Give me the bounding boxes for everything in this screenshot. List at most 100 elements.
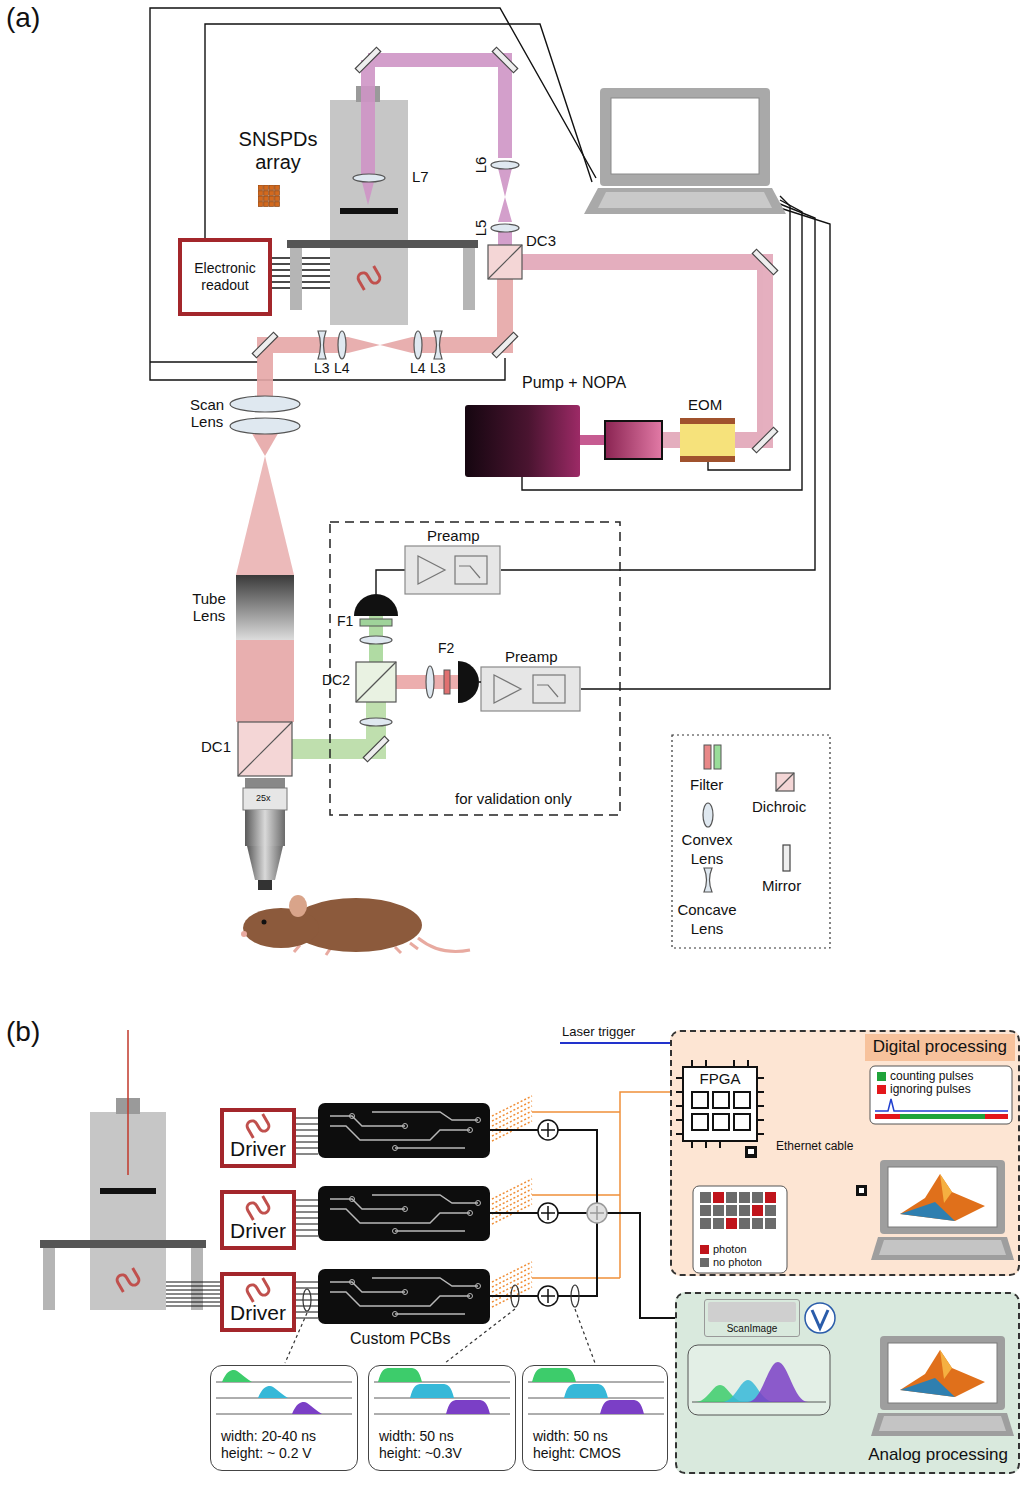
- preamp-symbol: [459, 566, 480, 578]
- microscope-body: [191, 1248, 203, 1310]
- signal-name: Ethernet cable: [776, 1140, 853, 1154]
- signal-wire: [296, 1200, 318, 1236]
- pulse-info-box: width: 50 nsheight: ~0.3V: [368, 1365, 516, 1471]
- fpga-chip: [692, 1092, 708, 1108]
- mirror: [363, 736, 388, 761]
- pulse-gating-box: [870, 1066, 1012, 1124]
- computer: [871, 1237, 1014, 1260]
- legend-item: ignoring pulses: [877, 1083, 971, 1097]
- legend-text: counting pulses: [890, 1069, 973, 1083]
- eom-modulator: [680, 418, 735, 424]
- software-icon: [708, 1302, 796, 1322]
- photon-grid: [726, 1218, 737, 1229]
- optical-filter: [360, 619, 392, 626]
- legend-swatch: [877, 1072, 886, 1081]
- logo: [245, 1196, 270, 1220]
- circuit-board: [468, 1128, 473, 1133]
- convex-lens: [338, 331, 346, 359]
- pulse-waveform: [222, 1370, 252, 1382]
- pulse-gating-box: [900, 1114, 985, 1119]
- mirror: [355, 47, 380, 72]
- detector-array: [258, 185, 280, 207]
- ethernet-port: [859, 1188, 864, 1193]
- dichroic-cube: [488, 245, 522, 279]
- photodetector: [479, 681, 481, 682]
- computer: [880, 1160, 1005, 1234]
- mirror: [492, 332, 517, 357]
- legend-text: Filter: [690, 776, 723, 793]
- pulse-waveform: [528, 1368, 664, 1414]
- preamp-symbol: [405, 546, 500, 594]
- mouse: [418, 938, 470, 952]
- part-label: L4: [410, 360, 426, 376]
- circuit-board: [318, 1186, 490, 1241]
- pulse-spec: width: 50 ns: [533, 1428, 661, 1445]
- laser-beam: [368, 60, 505, 158]
- logo: [245, 1114, 270, 1138]
- part-label: Preamp: [505, 648, 558, 665]
- box-label: FPGA: [684, 1070, 756, 1088]
- driver-box: Driver: [220, 1108, 296, 1168]
- eom-modulator: [680, 418, 735, 462]
- digital-line: [492, 1096, 532, 1141]
- probe-marker: [571, 1285, 579, 1307]
- part-label: Custom PCBs: [350, 1330, 450, 1348]
- probe-marker: [303, 1289, 311, 1311]
- legend-text: ignoring pulses: [890, 1082, 971, 1096]
- validation-frame: [330, 522, 620, 815]
- software-icon: [812, 1310, 828, 1328]
- part-label: L5: [472, 220, 489, 237]
- fpga-chip: [734, 1092, 750, 1108]
- microscope-body: [287, 86, 478, 325]
- laser-beam: [292, 702, 376, 749]
- scope-stop: [340, 208, 398, 214]
- part-label: L3: [430, 360, 446, 376]
- dichroic-cube: [238, 245, 794, 791]
- microscope-body: [287, 240, 478, 248]
- magnification-label: 25x: [256, 793, 271, 803]
- laser-beam: [498, 168, 512, 222]
- box-label: Driver: [226, 1300, 290, 1326]
- part-label: Scan Lens: [185, 396, 229, 431]
- digital-line: [492, 1179, 532, 1224]
- software-icon: [805, 1303, 835, 1333]
- computer: [888, 1167, 997, 1227]
- pulse-waveform: [258, 1386, 288, 1398]
- laser-beam: [498, 232, 512, 246]
- summing-symbol: [538, 1120, 607, 1306]
- legend-frame: [672, 735, 830, 948]
- mirror: [252, 332, 277, 357]
- pulse-waveform: [216, 1370, 352, 1414]
- panel-ground: [670, 1030, 1020, 1276]
- part-label: EOM: [688, 396, 722, 413]
- signal-wire: [296, 1118, 318, 1154]
- pulse-info-box: width: 50 nsheight: CMOS: [522, 1365, 668, 1471]
- part-label: Pump + NOPA: [522, 374, 626, 392]
- legend-item: Convex Lens: [674, 830, 740, 867]
- tube-lens: [236, 575, 294, 640]
- pulse-spec: height: ~ 0.2 V: [221, 1445, 351, 1462]
- concave-lens: [318, 331, 712, 892]
- objective-lens: [245, 810, 285, 846]
- analog-waveform: [688, 1345, 830, 1415]
- scope-stop: [340, 208, 398, 214]
- pulse-waveform: [374, 1368, 510, 1414]
- dichroic-cube: [356, 662, 396, 702]
- convex-lens: [360, 718, 392, 726]
- pulse-gating-box: [985, 1114, 1008, 1119]
- mirror: [492, 47, 517, 72]
- dichroic-cube: [488, 245, 522, 279]
- optical-filter: [714, 745, 721, 769]
- panel-ground: [670, 1030, 1020, 1474]
- box-label: Driver: [226, 1218, 290, 1244]
- fpga-chip: [676, 1060, 764, 1148]
- mirror: [752, 427, 777, 452]
- objective-lens: [243, 788, 287, 810]
- validation-frame: [330, 522, 620, 815]
- microscope-body: [43, 1248, 55, 1310]
- microscope-body: [290, 248, 302, 310]
- photon-grid: [700, 1192, 778, 1231]
- summing-symbol: [590, 1206, 604, 1220]
- panel-letter: (b): [6, 1016, 40, 1048]
